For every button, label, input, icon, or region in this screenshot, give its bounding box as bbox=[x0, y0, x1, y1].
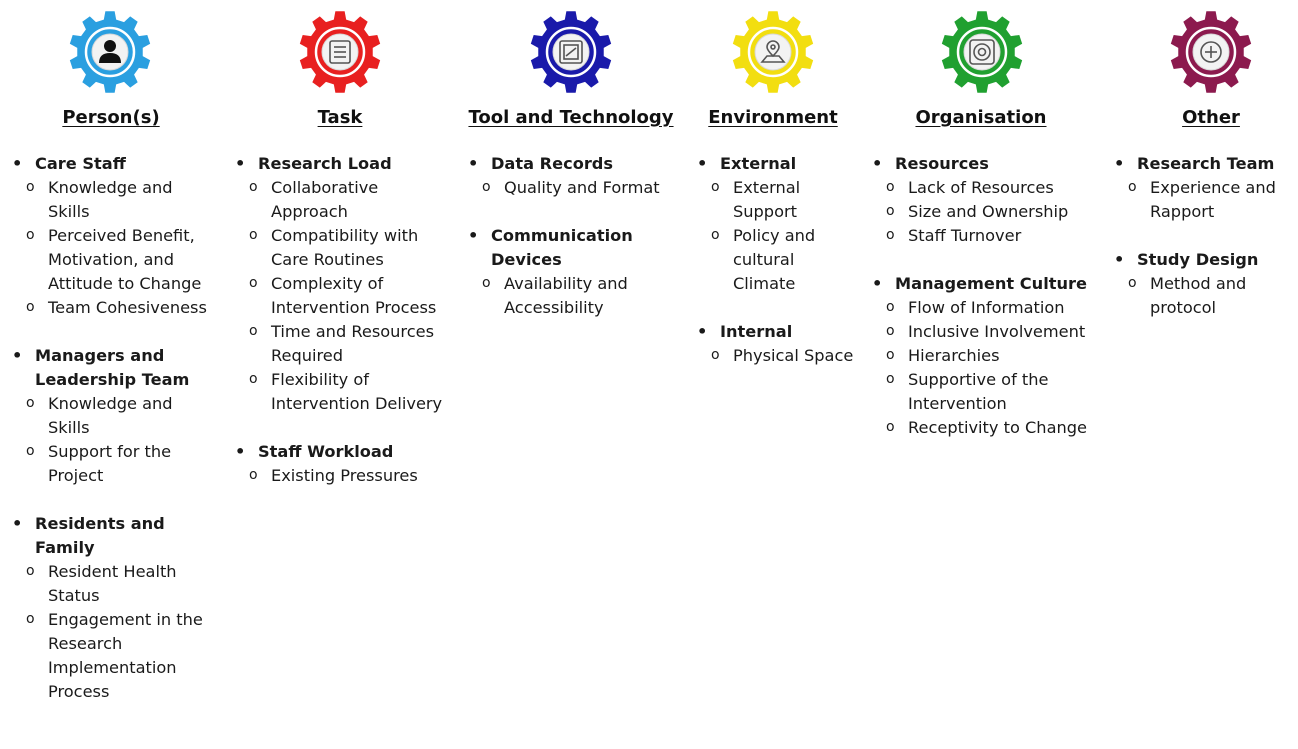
organisation-gear-icon bbox=[940, 10, 1024, 94]
category-label: Staff Workload bbox=[233, 440, 453, 464]
sub-factor-list: Existing Pressures bbox=[233, 463, 453, 488]
sub-factor-list: Knowledge and SkillsSupport for the Proj… bbox=[10, 391, 215, 488]
factor-list: Data RecordsQuality and FormatCommunicat… bbox=[466, 152, 681, 344]
sub-factor-item: Method and protocol bbox=[1112, 271, 1297, 320]
sub-factor-item: Resident Health Status bbox=[10, 559, 215, 608]
column-title: Environment bbox=[708, 107, 838, 128]
factor-category: Research TeamExperience and Rapport bbox=[1112, 152, 1297, 224]
factor-category: Residents and FamilyResident Health Stat… bbox=[10, 512, 215, 704]
category-label: Managers and Leadership Team bbox=[10, 344, 215, 392]
sub-factor-item: Flow of Information bbox=[870, 295, 1095, 320]
sub-factor-item: Existing Pressures bbox=[233, 463, 453, 488]
sub-factor-item: Perceived Benefit, Motivation, and Attit… bbox=[10, 223, 215, 296]
sub-factor-list: Method and protocol bbox=[1112, 271, 1297, 320]
map-pin-icon bbox=[731, 10, 815, 94]
factor-list: ResourcesLack of ResourcesSize and Owner… bbox=[870, 152, 1095, 464]
sub-factor-list: Quality and Format bbox=[466, 175, 681, 200]
factor-category: ExternalExternal SupportPolicy and cultu… bbox=[695, 152, 855, 296]
sub-factor-list: Experience and Rapport bbox=[1112, 175, 1297, 224]
column-title: Organisation bbox=[915, 107, 1047, 128]
column-title: Task bbox=[317, 107, 363, 128]
sub-factor-item: Size and Ownership bbox=[870, 199, 1095, 224]
sub-factor-list: Collaborative ApproachCompatibility with… bbox=[233, 175, 453, 416]
person-icon bbox=[68, 10, 152, 94]
sub-factor-item: Receptivity to Change bbox=[870, 415, 1095, 440]
plus-circle-icon bbox=[1169, 10, 1253, 94]
category-label: Study Design bbox=[1112, 248, 1297, 272]
category-label: Research Load bbox=[233, 152, 453, 176]
column-title: Tool and Technology bbox=[468, 107, 674, 128]
column-title: Person(s) bbox=[62, 107, 160, 128]
category-label: Management Culture bbox=[870, 272, 1095, 296]
category-label: Communication Devices bbox=[466, 224, 681, 272]
sub-factor-item: External Support bbox=[695, 175, 855, 224]
sub-factor-item: Quality and Format bbox=[466, 175, 681, 200]
sub-factor-item: Lack of Resources bbox=[870, 175, 1095, 200]
sub-factor-item: Time and Resources Required bbox=[233, 319, 453, 368]
sub-factor-item: Team Cohesiveness bbox=[10, 295, 215, 320]
factor-category: Data RecordsQuality and Format bbox=[466, 152, 681, 200]
sub-factor-list: Knowledge and SkillsPerceived Benefit, M… bbox=[10, 175, 215, 320]
factor-category: Management CultureFlow of InformationInc… bbox=[870, 272, 1095, 440]
category-label: Resources bbox=[870, 152, 1095, 176]
sub-factor-item: Experience and Rapport bbox=[1112, 175, 1297, 224]
sub-factor-list: External SupportPolicy and cultural Clim… bbox=[695, 175, 855, 296]
category-label: Research Team bbox=[1112, 152, 1297, 176]
factor-category: Communication DevicesAvailability and Ac… bbox=[466, 224, 681, 320]
factor-category: Managers and Leadership TeamKnowledge an… bbox=[10, 344, 215, 488]
sub-factor-list: Lack of ResourcesSize and OwnershipStaff… bbox=[870, 175, 1095, 248]
category-label: Care Staff bbox=[10, 152, 215, 176]
category-label: Internal bbox=[695, 320, 855, 344]
factor-category: Care StaffKnowledge and SkillsPerceived … bbox=[10, 152, 215, 320]
sub-factor-item: Support for the Project bbox=[10, 439, 215, 488]
sub-factor-item: Complexity of Intervention Process bbox=[233, 271, 453, 320]
sub-factor-item: Physical Space bbox=[695, 343, 855, 368]
sub-factor-item: Flexibility of Intervention Delivery bbox=[233, 367, 453, 416]
category-label: External bbox=[695, 152, 855, 176]
sub-factor-item: Inclusive Involvement bbox=[870, 319, 1095, 344]
factor-category: ResourcesLack of ResourcesSize and Owner… bbox=[870, 152, 1095, 248]
sub-factor-item: Compatibility with Care Routines bbox=[233, 223, 453, 272]
sub-factor-item: Availability and Accessibility bbox=[466, 271, 681, 320]
device-icon bbox=[529, 10, 613, 94]
sub-factor-item: Policy and cultural Climate bbox=[695, 223, 855, 296]
sub-factor-item: Engagement in the Research Implementatio… bbox=[10, 607, 215, 704]
sub-factor-item: Supportive of the Intervention bbox=[870, 367, 1095, 416]
sub-factor-list: Resident Health StatusEngagement in the … bbox=[10, 559, 215, 704]
factor-category: InternalPhysical Space bbox=[695, 320, 855, 368]
category-label: Data Records bbox=[466, 152, 681, 176]
factor-list: Care StaffKnowledge and SkillsPerceived … bbox=[10, 152, 215, 728]
factor-category: Study DesignMethod and protocol bbox=[1112, 248, 1297, 320]
factor-category: Research LoadCollaborative ApproachCompa… bbox=[233, 152, 453, 416]
factor-list: Research TeamExperience and RapportStudy… bbox=[1112, 152, 1297, 344]
sub-factor-item: Hierarchies bbox=[870, 343, 1095, 368]
category-label: Residents and Family bbox=[10, 512, 215, 560]
sub-factor-item: Collaborative Approach bbox=[233, 175, 453, 224]
sub-factor-list: Physical Space bbox=[695, 343, 855, 368]
checklist-icon bbox=[298, 10, 382, 94]
column-title: Other bbox=[1182, 107, 1240, 128]
sub-factor-item: Staff Turnover bbox=[870, 223, 1095, 248]
sub-factor-item: Knowledge and Skills bbox=[10, 175, 215, 224]
factor-category: Staff WorkloadExisting Pressures bbox=[233, 440, 453, 488]
factor-list: ExternalExternal SupportPolicy and cultu… bbox=[695, 152, 855, 392]
sub-factor-item: Knowledge and Skills bbox=[10, 391, 215, 440]
factor-list: Research LoadCollaborative ApproachCompa… bbox=[233, 152, 453, 512]
sub-factor-list: Flow of InformationInclusive Involvement… bbox=[870, 295, 1095, 440]
sub-factor-list: Availability and Accessibility bbox=[466, 271, 681, 320]
